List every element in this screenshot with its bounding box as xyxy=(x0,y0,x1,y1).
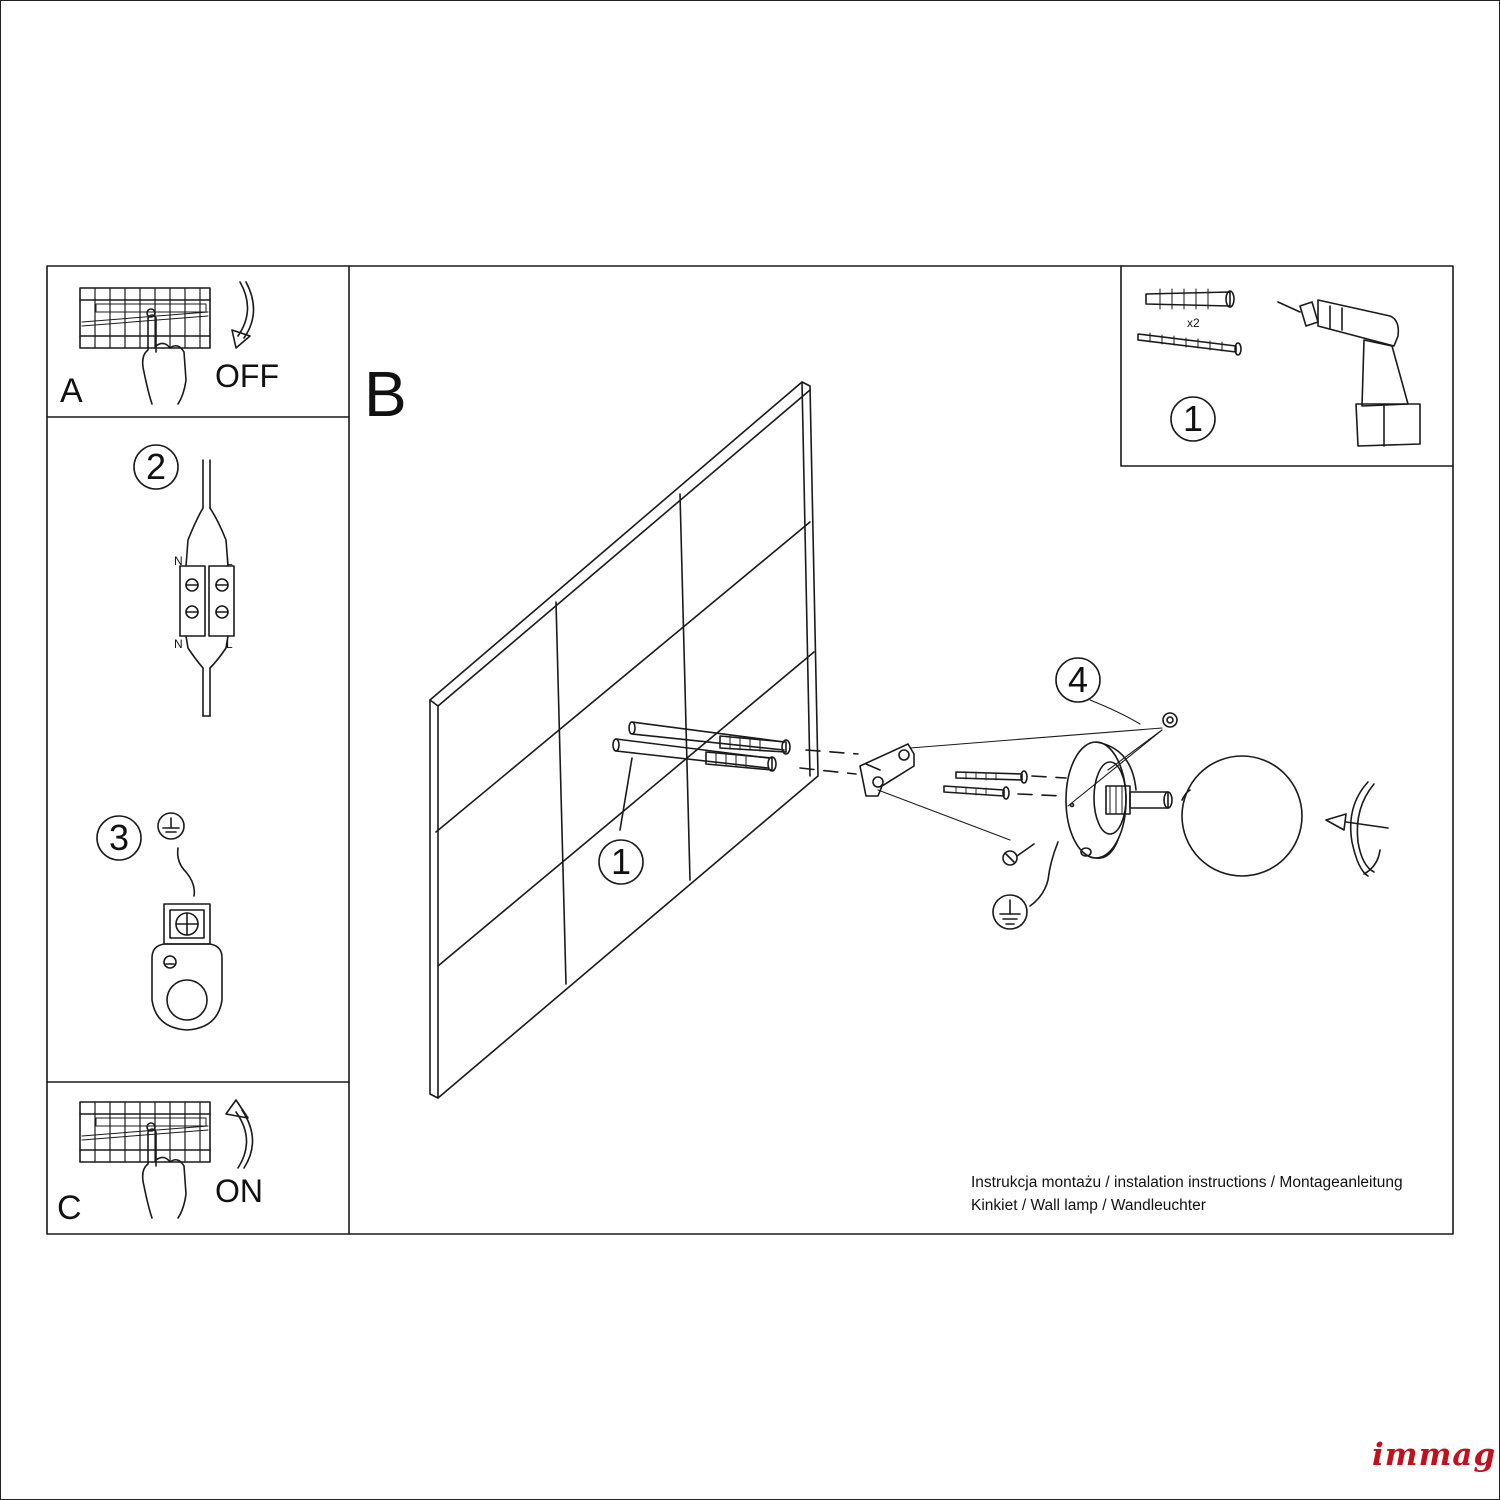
wall-screws xyxy=(612,721,791,831)
terminal-l-bottom: L xyxy=(226,637,233,651)
arrow-up-icon xyxy=(225,1099,254,1169)
lamp-base xyxy=(1065,741,1137,859)
arrow-down-icon xyxy=(231,281,255,349)
lamp-socket xyxy=(1105,785,1173,815)
bracket-screws xyxy=(943,770,1028,800)
ground-step-number: 3 xyxy=(108,817,130,858)
ground-terminal-icon xyxy=(151,847,223,1031)
nut-step-number: 4 xyxy=(1067,659,1089,700)
panel-a-label: A xyxy=(60,372,83,410)
panel-frames xyxy=(46,265,1454,1235)
brand-logo: immag xyxy=(1372,1437,1497,1473)
rotate-arrow-icon xyxy=(1325,781,1389,877)
wall-step-number: 1 xyxy=(610,841,632,882)
breaker-panel-off-icon xyxy=(79,287,211,349)
wall-plug-icon xyxy=(1145,288,1235,310)
on-label: ON xyxy=(215,1173,263,1209)
quantity-label: x2 xyxy=(1187,316,1200,330)
hand-icon xyxy=(141,308,187,405)
wall-tiles xyxy=(429,381,819,1099)
hand-icon xyxy=(141,1122,187,1219)
breaker-panel-on-icon xyxy=(79,1101,211,1163)
ground-symbol-icon xyxy=(157,812,185,840)
link-lines xyxy=(877,699,1163,841)
wire-connector-icon xyxy=(179,459,235,717)
off-label: OFF xyxy=(215,358,279,394)
terminal-n-bottom: N xyxy=(174,637,183,651)
terminal-n-top: N xyxy=(174,554,183,568)
ground-screw xyxy=(1002,841,1059,907)
wiring-step-number: 2 xyxy=(145,446,167,487)
product-name: Kinkiet / Wall lamp / Wandleuchter xyxy=(971,1197,1206,1214)
tools-step-number: 1 xyxy=(1182,398,1204,439)
mounting-bracket xyxy=(859,743,915,797)
guide-lines xyxy=(799,749,1067,797)
panel-b-label: B xyxy=(364,358,407,430)
screw-icon xyxy=(1137,332,1242,356)
nut-icon xyxy=(1162,712,1178,728)
terminal-l-top: L xyxy=(226,554,233,568)
step-circles xyxy=(96,396,1216,885)
instructions-title: Instrukcja montażu / instalation instruc… xyxy=(971,1174,1403,1191)
panel-c-label: C xyxy=(57,1189,82,1227)
ground-symbol-icon xyxy=(992,894,1028,930)
glass-globe xyxy=(1181,755,1303,877)
drill-icon xyxy=(1277,299,1421,447)
